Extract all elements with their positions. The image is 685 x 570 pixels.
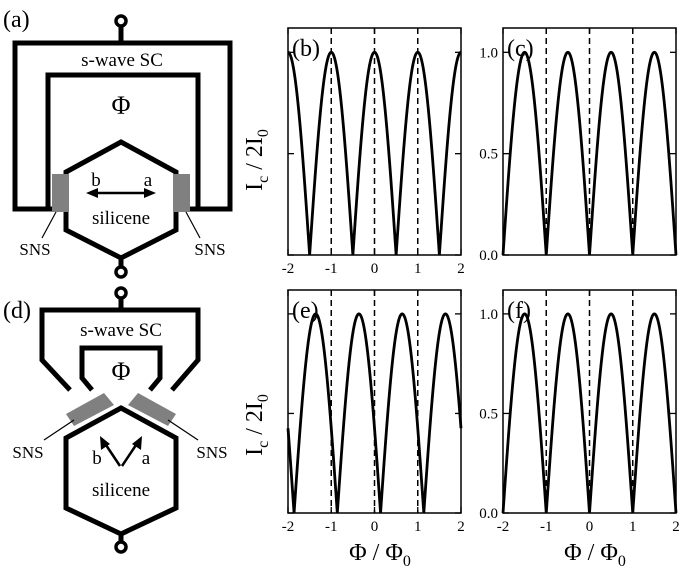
silicene-hexagon-a <box>63 139 179 261</box>
inner-sc-loop-d <box>79 345 163 392</box>
direction-a-label-a: a <box>144 170 153 191</box>
panel-label-a: (a) <box>3 7 30 33</box>
terminal-bottom-d <box>114 540 128 554</box>
panel-d-schematic <box>39 298 201 543</box>
x-tick-label-e: -2 <box>282 519 295 535</box>
x-tick-label-f: -2 <box>497 519 510 535</box>
critical-current-curve-b <box>287 50 462 256</box>
panel-label-e: (e) <box>292 298 319 324</box>
x-tick-label-b: 1 <box>414 261 422 277</box>
sns-pointer-left-d <box>43 419 75 441</box>
sns-junction-left-a <box>52 174 68 212</box>
sns-label-right-d: SNS <box>196 443 227 462</box>
x-tick-label-e: 0 <box>371 519 379 535</box>
y-tick-label-c: 0.0 <box>479 248 498 264</box>
inner-sc-loop-a <box>45 72 201 212</box>
sns-label-left-d: SNS <box>12 443 43 462</box>
x-axis-title-right: Φ / Φ0 <box>564 540 626 570</box>
x-tick-label-e: -1 <box>325 519 338 535</box>
terminal-top-a <box>114 14 128 28</box>
direction-arrow-d <box>100 436 142 467</box>
direction-b-label-a: b <box>91 170 101 191</box>
silicene-label-d: silicene <box>92 480 150 501</box>
silicene-hexagon-d <box>63 405 179 537</box>
x-tick-label-f: 0 <box>586 519 594 535</box>
x-tick-label-b: 2 <box>457 261 465 277</box>
y-tick-label-f: 0.5 <box>479 406 498 422</box>
sc-label-d: s-wave SC <box>80 320 162 341</box>
x-tick-label-f: 1 <box>629 519 637 535</box>
x-tick-label-f: 2 <box>672 519 680 535</box>
outer-sc-loop-a <box>12 40 233 212</box>
panel-label-b: (b) <box>292 36 320 62</box>
flux-label-d: Φ <box>111 357 130 386</box>
critical-current-curve-e <box>286 312 463 514</box>
direction-a-label-d: a <box>142 448 151 469</box>
sns-label-left-a: SNS <box>19 240 50 259</box>
y-axis-title-bottom: Ic / 2I0 <box>242 394 272 456</box>
flux-label-a: Φ <box>111 91 130 120</box>
terminal-bottom-a <box>114 265 128 279</box>
direction-arrow-a <box>86 188 156 198</box>
y-tick-label-f: 1.0 <box>479 307 498 323</box>
x-tick-label-e: 1 <box>414 519 422 535</box>
direction-b-label-d: b <box>92 448 102 469</box>
x-tick-label-b: 0 <box>371 261 379 277</box>
sns-label-right-a: SNS <box>194 240 225 259</box>
critical-current-curve-f <box>501 312 678 514</box>
y-tick-label-c: 0.5 <box>479 147 498 163</box>
y-tick-label-c: 1.0 <box>479 45 498 61</box>
panel-label-d: (d) <box>3 298 31 324</box>
x-axis-title-left: Φ / Φ0 <box>349 540 411 570</box>
sns-pointer-left-a <box>41 211 57 239</box>
panel-label-f: (f) <box>507 298 531 324</box>
y-tick-label-f: 0.0 <box>479 506 498 522</box>
sns-junction-right-d <box>128 393 176 426</box>
sns-pointer-right-d <box>167 419 199 441</box>
panel-a-schematic <box>12 26 233 268</box>
sc-label-a: s-wave SC <box>81 50 163 71</box>
y-axis-title-top: Ic / 2I0 <box>242 129 272 191</box>
x-tick-label-b: -2 <box>282 261 295 277</box>
terminal-top-d <box>114 286 128 300</box>
panel-label-c: (c) <box>507 36 534 62</box>
x-tick-label-f: -1 <box>540 519 553 535</box>
x-tick-label-e: 2 <box>457 519 465 535</box>
sns-pointer-right-a <box>185 211 201 239</box>
critical-current-curve-c <box>501 50 678 256</box>
outer-sc-loop-d <box>39 307 201 392</box>
sns-junction-right-a <box>174 174 190 212</box>
sns-junction-left-d <box>66 393 114 426</box>
x-tick-label-b: -1 <box>325 261 338 277</box>
silicene-label-a: silicene <box>92 208 150 229</box>
